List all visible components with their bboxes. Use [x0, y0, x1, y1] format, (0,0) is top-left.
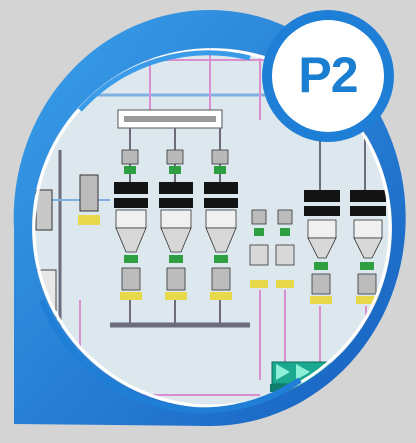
hopper-1 — [114, 149, 148, 300]
small-units — [249, 209, 295, 288]
p2-badge — [262, 10, 394, 142]
inner-ring — [32, 48, 392, 414]
badge-label: P2 — [298, 47, 358, 103]
hopper-4 — [304, 190, 340, 304]
hopper-2 — [159, 149, 193, 300]
hopper-3 — [204, 149, 238, 300]
hopper-5 — [350, 190, 386, 304]
